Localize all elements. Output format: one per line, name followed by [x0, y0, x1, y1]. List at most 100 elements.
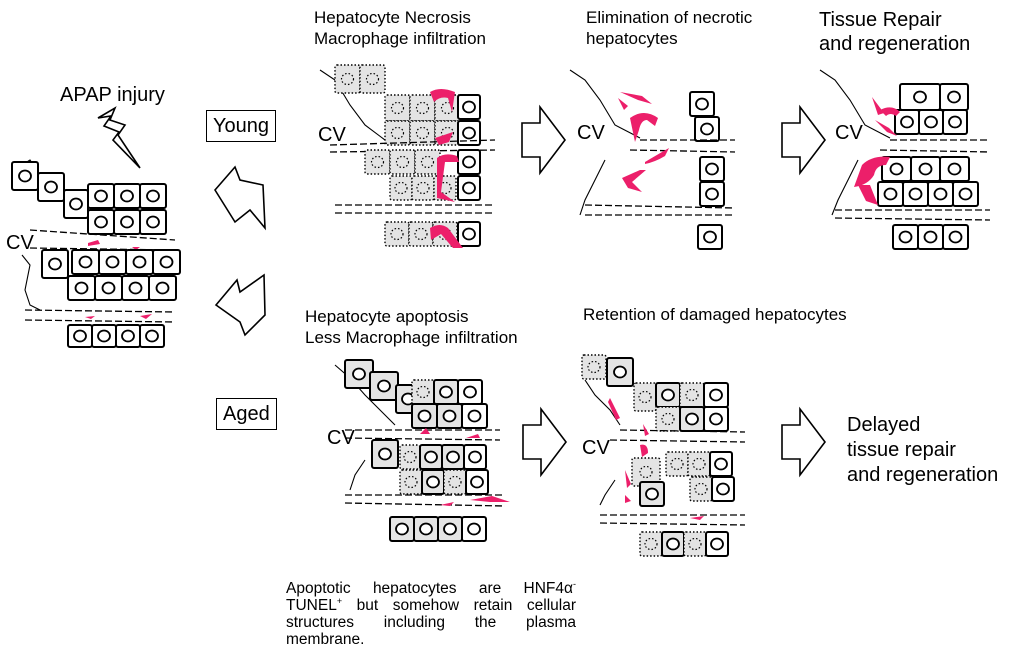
- nucleus: [440, 101, 455, 115]
- nucleus: [613, 365, 627, 379]
- hepatocyte-cell: [389, 149, 416, 175]
- lightning-bolt-icon: [97, 106, 141, 169]
- nucleus: [377, 379, 391, 393]
- sinusoid-line: [344, 437, 501, 441]
- nucleus: [420, 155, 435, 169]
- block-arrow-icon: [781, 406, 827, 478]
- nucleus: [120, 215, 134, 229]
- sinusoid-line: [834, 217, 991, 221]
- sinusoid-line: [24, 319, 176, 323]
- injury-marker: [620, 92, 652, 104]
- nucleus: [378, 447, 392, 461]
- nucleus: [639, 465, 653, 479]
- nucleus: [695, 97, 709, 111]
- nucleus: [462, 126, 476, 140]
- aged-stage2-title: Retention of damaged hepatocytes: [583, 305, 847, 324]
- nucleus: [404, 475, 418, 489]
- nucleus: [883, 187, 898, 201]
- nucleus: [424, 450, 438, 464]
- block-arrow-icon: [214, 165, 266, 231]
- injury-marker: [88, 240, 100, 246]
- block-arrow-icon: [521, 104, 567, 176]
- injury-marker: [420, 428, 430, 434]
- note-text-3: but somehow retain cellular structures i…: [286, 597, 576, 648]
- hepatocyte-cell: [655, 406, 681, 432]
- nucleus: [709, 388, 723, 402]
- injury-marker: [854, 156, 890, 187]
- nucleus: [101, 281, 116, 295]
- sinusoid-line: [619, 429, 746, 433]
- nucleus: [700, 122, 714, 136]
- nucleus: [365, 72, 380, 86]
- injury-marker: [470, 496, 510, 502]
- young-stage3-title-line1: Tissue Repair: [819, 9, 942, 31]
- injury-marker: [858, 185, 878, 205]
- nucleus: [889, 162, 904, 176]
- nucleus: [467, 522, 481, 536]
- hepatocyte-cell: [364, 149, 391, 175]
- cv-label-initial: CV: [6, 232, 34, 254]
- hepatocyte-cell: [679, 382, 705, 408]
- aged-stage3-title-line1: Delayed: [847, 414, 921, 436]
- nucleus: [403, 450, 417, 464]
- sinusoid-line: [879, 149, 991, 153]
- nucleus: [146, 189, 160, 203]
- nucleus: [395, 155, 410, 169]
- injury-marker: [132, 247, 140, 250]
- injury-marker: [630, 113, 658, 142]
- nucleus: [947, 162, 962, 176]
- endothelial-cell: [599, 479, 616, 506]
- nucleus: [340, 72, 355, 86]
- nucleus: [685, 388, 699, 402]
- hepatocyte-cell: [633, 382, 657, 412]
- nucleus: [913, 90, 927, 104]
- nucleus: [128, 281, 143, 295]
- aged-stage1-title-line1: Hepatocyte apoptosis: [305, 307, 469, 326]
- cv-label-young-2: CV: [577, 122, 605, 144]
- apap-injury-label: APAP injury: [60, 84, 165, 106]
- hepatocyte-cell: [411, 175, 435, 201]
- nucleus: [587, 360, 601, 374]
- nucleus: [419, 522, 433, 536]
- hepatocyte-cell: [581, 354, 607, 380]
- hepatocyte-cell: [631, 457, 661, 487]
- nucleus: [467, 409, 482, 423]
- nucleus: [390, 227, 404, 241]
- sinusoid-line: [609, 439, 746, 443]
- hepatocyte-cell: [683, 531, 707, 557]
- nucleus: [94, 215, 108, 229]
- hepatocyte-cell: [443, 469, 467, 495]
- nucleus: [370, 155, 385, 169]
- nucleus: [97, 329, 111, 343]
- hepatocyte-cell: [334, 64, 361, 94]
- nucleus: [74, 281, 89, 295]
- nucleus: [105, 255, 120, 269]
- nucleus: [703, 230, 717, 244]
- endothelial-cell: [349, 459, 366, 491]
- nucleus: [948, 115, 962, 129]
- nucleus: [48, 257, 62, 271]
- nucleus: [670, 457, 684, 471]
- nucleus: [661, 388, 675, 402]
- cv-label-young-3: CV: [835, 122, 863, 144]
- nucleus: [390, 126, 405, 140]
- nucleus: [462, 181, 476, 195]
- injury-marker: [618, 98, 628, 110]
- nucleus: [44, 180, 58, 194]
- block-arrow-icon: [214, 273, 266, 337]
- nucleus: [352, 367, 366, 381]
- nucleus: [416, 385, 430, 399]
- nucleus: [923, 230, 938, 244]
- injury-marker: [625, 470, 631, 488]
- endothelial-cell: [579, 159, 606, 216]
- hepatocyte-cell: [411, 379, 435, 405]
- nucleus: [443, 522, 457, 536]
- nucleus: [705, 187, 719, 201]
- nucleus: [145, 329, 159, 343]
- nucleus: [448, 475, 462, 489]
- hepatocyte-cell: [689, 476, 713, 502]
- nucleus: [440, 126, 455, 140]
- sinusoid-line: [599, 522, 746, 526]
- nucleus: [416, 181, 430, 195]
